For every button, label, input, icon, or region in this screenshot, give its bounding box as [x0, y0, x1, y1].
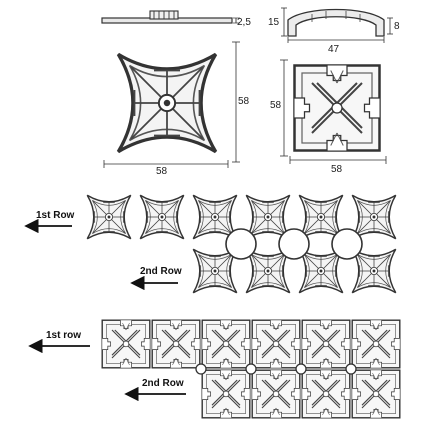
- star-unit: [192, 194, 238, 240]
- first-row-label-top: 1st Row: [36, 210, 75, 221]
- star-unit: [351, 194, 397, 240]
- square-unit: [301, 369, 351, 419]
- second-row-label-top: 2nd Row: [140, 266, 182, 277]
- square-unit: [301, 319, 351, 369]
- row-joints: [195, 363, 357, 375]
- square-unit: [351, 369, 401, 419]
- first-row-label-bottom: 1st row: [46, 330, 81, 341]
- second-row-label-bottom: 2nd Row: [142, 378, 184, 389]
- square-unit: [151, 319, 201, 369]
- square-unit: [251, 319, 301, 369]
- star-unit: [245, 194, 291, 240]
- square-unit: [251, 369, 301, 419]
- square-bottom-dim: 58: [331, 164, 343, 175]
- star-bottom-dim: 58: [156, 166, 168, 177]
- square-spacer-plan: [293, 64, 381, 152]
- star-unit: [351, 248, 397, 294]
- arch-height-dim: 15: [268, 17, 280, 28]
- star-unit: [86, 194, 132, 240]
- star-unit: [298, 194, 344, 240]
- side-profile: [101, 10, 240, 24]
- square-row-2: [201, 369, 401, 419]
- star-rows-layout: [86, 194, 397, 294]
- arch-width-dim: 47: [328, 44, 340, 55]
- star-unit: [192, 248, 238, 294]
- profile-height-dim: 2,5: [237, 17, 251, 28]
- arch-profile: [281, 7, 393, 43]
- star-unit: [245, 248, 291, 294]
- row-openings: [225, 228, 363, 260]
- top-left-view: 2,5 58 58: [101, 10, 251, 177]
- square-row-1: [101, 319, 401, 369]
- square-unit: [201, 369, 251, 419]
- square-rows-layout: [101, 319, 401, 419]
- square-unit: [201, 319, 251, 369]
- arch-right-dim: 8: [394, 21, 400, 32]
- square-unit: [351, 319, 401, 369]
- star-unit: [139, 194, 185, 240]
- star-spacer-plan: [116, 52, 218, 154]
- square-unit: [101, 319, 151, 369]
- top-right-view: 15 8 47 58 58: [268, 7, 400, 175]
- star-unit: [298, 248, 344, 294]
- star-side-dim: 58: [238, 96, 250, 107]
- square-side-dim: 58: [270, 100, 282, 111]
